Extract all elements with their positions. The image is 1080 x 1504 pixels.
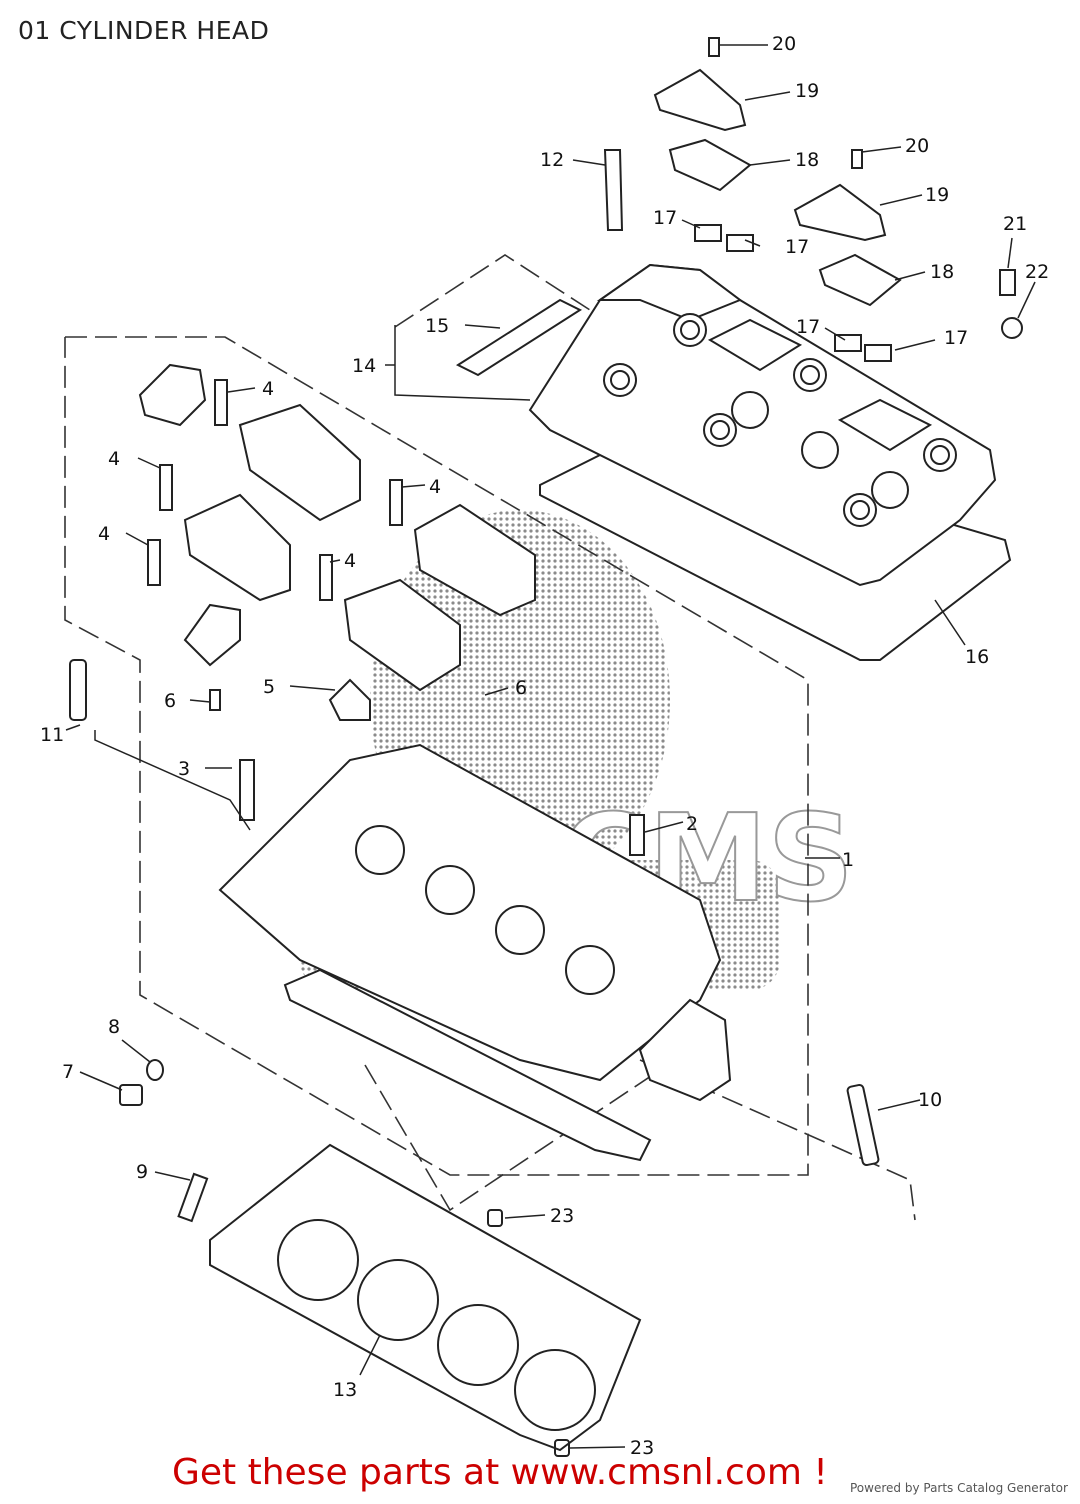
callout-3: 3 (178, 758, 190, 780)
callout-4: 4 (429, 476, 441, 498)
callout-14: 14 (352, 355, 376, 377)
callout-23: 23 (630, 1437, 654, 1459)
callout-20: 20 (905, 135, 929, 157)
callout-18: 18 (930, 261, 954, 283)
promo-link[interactable]: Get these parts at www.cmsnl.com ! (172, 1452, 828, 1493)
callout-4: 4 (98, 523, 110, 545)
page-title: 01 CYLINDER HEAD (18, 16, 270, 45)
head-gasket (209, 1143, 642, 1452)
callout-13: 13 (333, 1379, 357, 1401)
callout-18: 18 (795, 149, 819, 171)
callout-17: 17 (653, 207, 677, 229)
callout-22: 22 (1025, 261, 1049, 283)
callout-19: 19 (795, 80, 819, 102)
callout-labels: 1 2 3 4 4 4 4 4 5 6 6 7 8 9 10 11 12 13 … (40, 33, 1049, 1459)
callout-4: 4 (344, 550, 356, 572)
callout-17: 17 (796, 316, 820, 338)
cylinder-head-cover (528, 263, 1012, 661)
callout-6: 6 (164, 690, 176, 712)
assembly-boundary (64, 254, 916, 1221)
callout-23: 23 (550, 1205, 574, 1227)
powered-by-text: Powered by Parts Catalog Generator (850, 1481, 1068, 1495)
callout-10: 10 (918, 1089, 942, 1111)
callout-9: 9 (136, 1161, 148, 1183)
cylinder-head (209, 678, 732, 1162)
callout-4: 4 (262, 378, 274, 400)
callout-2: 2 (686, 813, 698, 835)
callout-4: 4 (108, 448, 120, 470)
callout-19: 19 (925, 184, 949, 206)
callout-8: 8 (108, 1016, 120, 1038)
callout-17: 17 (785, 236, 809, 258)
leader-lines (65, 44, 1036, 1449)
camshaft-caps (138, 363, 536, 692)
callout-16: 16 (965, 646, 989, 668)
callout-5: 5 (263, 676, 275, 698)
callout-11: 11 (40, 724, 64, 746)
callout-17: 17 (944, 327, 968, 349)
callout-12: 12 (540, 149, 564, 171)
callout-21: 21 (1003, 213, 1027, 235)
callout-7: 7 (62, 1061, 74, 1083)
callout-15: 15 (425, 315, 449, 337)
breather-parts (455, 37, 1023, 377)
callout-6: 6 (515, 677, 527, 699)
callout-20: 20 (772, 33, 796, 55)
callout-1: 1 (842, 849, 854, 871)
